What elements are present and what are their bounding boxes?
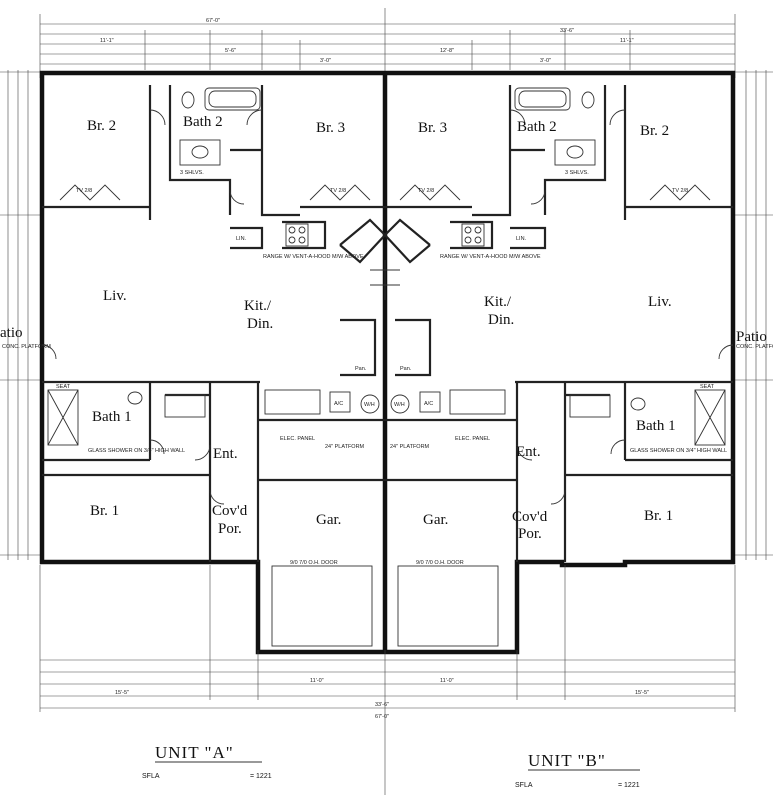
room-a-br1: Br. 1: [90, 503, 119, 519]
elec-a-note: ELEC. PANEL: [280, 436, 315, 442]
mechanical-units: A/C W/H W/H A/C: [264, 389, 506, 415]
room-b-patio: Patio: [736, 329, 767, 345]
unit-a-sfla-label: SFLA: [142, 773, 160, 780]
dim-top-b: 11'-1": [620, 38, 634, 44]
unit-a-title: UNIT "A": [155, 743, 234, 762]
room-b-ent: Ent.: [516, 444, 541, 460]
dim-bot-a: 15'-5": [115, 690, 129, 696]
lin-b: LIN.: [516, 236, 527, 242]
ac-a-label: A/C: [334, 401, 343, 407]
room-b-kit: Kit./: [484, 294, 512, 310]
unit-a-walls: [42, 85, 385, 562]
dim-top-a3: 3'-0": [320, 58, 331, 64]
unit-b-title: UNIT "B": [528, 751, 606, 770]
bath-fixtures: [47, 87, 726, 446]
garage-door-a-note: 9/0 7/0 O.H. DOOR: [290, 560, 338, 566]
pan-b: Pan.: [400, 366, 412, 372]
dim-top-a: 11'-1": [100, 38, 114, 44]
dim-bot-overall: 67'-0": [375, 714, 389, 720]
room-b-por1: Cov'd: [512, 509, 548, 525]
ac-b-label: A/C: [424, 401, 433, 407]
dim-top-b3: 3'-0": [540, 58, 551, 64]
dim-top-a2: 5'-6": [225, 48, 236, 54]
tv-b-br3: TV 2/8: [418, 188, 434, 194]
room-b-br3: Br. 3: [418, 120, 447, 136]
dim-bot-mid: 33'-6": [375, 702, 389, 708]
room-b-bath2: Bath 2: [517, 119, 557, 135]
kitchen-island-counters: [339, 218, 431, 300]
pan-a: Pan.: [355, 366, 367, 372]
room-a-por2: Por.: [218, 521, 242, 537]
room-b-br1: Br. 1: [644, 508, 673, 524]
unit-a-sfla-value: = 1221: [250, 773, 272, 780]
door-swings: [41, 109, 734, 505]
shower-b-note: GLASS SHOWER ON 3/4" HIGH WALL: [630, 448, 727, 454]
seat-a: SEAT: [56, 384, 71, 390]
tv-a-br3: TV 2/8: [330, 188, 346, 194]
room-a-por1: Cov'd: [212, 503, 248, 519]
unit-b-sfla-label: SFLA: [515, 782, 533, 789]
room-a-din: Din.: [247, 316, 273, 332]
shelves-b: 3 SHLVS.: [565, 170, 589, 176]
shelves-a: 3 SHLVS.: [180, 170, 204, 176]
dim-bot-b: 15'-5": [635, 690, 649, 696]
range-a-note: RANGE W/ VENT-A-HOOD M/W ABOVE: [263, 254, 364, 260]
unit-titles: UNIT "A" SFLA = 1221 UNIT "B" SFLA = 122…: [142, 743, 640, 789]
room-b-br2: Br. 2: [640, 123, 669, 139]
room-a-kit: Kit./: [244, 298, 272, 314]
unit-b-walls: [385, 85, 733, 562]
tv-a-br2: TV 2/8: [76, 188, 92, 194]
seat-b: SEAT: [700, 384, 715, 390]
room-a-patio: atio: [0, 325, 23, 341]
exterior-wall: [39, 70, 736, 655]
dim-top-half: 33'-6": [560, 28, 574, 34]
room-a-gar: Gar.: [316, 512, 341, 528]
bottom-dimension-lines: 11'-0" 11'-0" 15'-5" 15'-5" 33'-6" 67'-0…: [39, 565, 736, 795]
top-dimension-lines: 67'-0" 33'-6" 11'-1" 11'-1" 12'-8" 5'-6"…: [39, 8, 736, 78]
dim-gar-a: 11'-0": [310, 678, 324, 684]
shower-a-note: GLASS SHOWER ON 3/4" HIGH WALL: [88, 448, 185, 454]
room-a-liv: Liv.: [103, 288, 127, 304]
lin-a: LIN.: [236, 236, 247, 242]
room-b-gar: Gar.: [423, 512, 448, 528]
kitchen-ranges: [285, 223, 485, 247]
closets: TV 2/8 TV 2/8 TV 2/8 TV 2/8 3 SHLVS. 3 S…: [59, 170, 711, 242]
conc-a: CONC. PLATFORM: [2, 344, 51, 350]
elec-b-note: ELEC. PANEL: [455, 436, 490, 442]
dim-gar-b: 11'-0": [440, 678, 454, 684]
room-b-liv: Liv.: [648, 294, 672, 310]
platform-a-note: 24" PLATFORM: [325, 444, 365, 450]
room-a-bath1: Bath 1: [92, 409, 132, 425]
range-b-note: RANGE W/ VENT-A-HOOD M/W ABOVE: [440, 254, 541, 260]
garage-door-b-note: 9/0 7/0 O.H. DOOR: [416, 560, 464, 566]
dim-top-b2: 12'-8": [440, 48, 454, 54]
platform-b-note: 24" PLATFORM: [390, 444, 430, 450]
room-a-br2: Br. 2: [87, 118, 116, 134]
dim-overall-top: 67'-0": [206, 18, 220, 24]
room-b-por2: Por.: [518, 526, 542, 542]
wh-b-label: W/H: [394, 402, 405, 408]
garage-doors: 9/0 7/0 O.H. DOOR 9/0 7/0 O.H. DOOR: [271, 560, 499, 647]
side-dimension-lines: [0, 70, 773, 560]
unit-b-room-labels: Br. 3 Bath 2 Br. 2 Kit./ Din. Liv. Ent. …: [418, 119, 767, 542]
misc-notes: RANGE W/ VENT-A-HOOD M/W ABOVE RANGE W/ …: [2, 254, 773, 454]
tv-b-br2: TV 2/8: [672, 188, 688, 194]
unit-b-sfla-value: = 1221: [618, 782, 640, 789]
room-b-din: Din.: [488, 312, 514, 328]
wh-a-label: W/H: [364, 402, 375, 408]
room-b-bath1: Bath 1: [636, 418, 676, 434]
room-a-ent: Ent.: [213, 446, 238, 462]
conc-b: CONC. PLATFORM: [736, 344, 773, 350]
unit-a-room-labels: Br. 2 Bath 2 Br. 3 Liv. Kit./ Din. Bath …: [0, 114, 345, 537]
room-a-bath2: Bath 2: [183, 114, 223, 130]
room-a-br3: Br. 3: [316, 120, 345, 136]
